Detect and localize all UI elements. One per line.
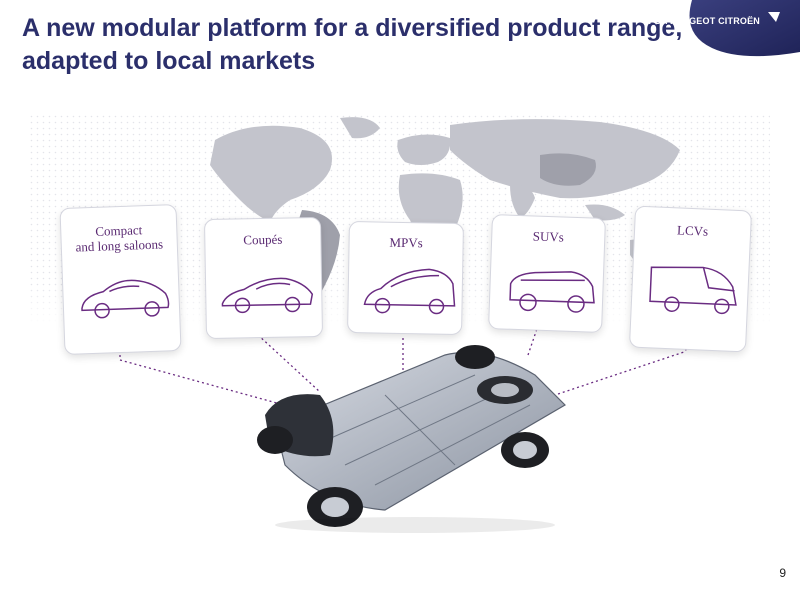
suv-car-icon — [509, 271, 595, 313]
lcv-van-icon — [649, 266, 737, 315]
title-line-2: adapted to local markets — [22, 47, 316, 75]
card-label-suvs: SUVs — [532, 228, 565, 245]
logo-text: PSA PEUGEOT CITROËN — [648, 16, 760, 26]
compact-car-icon — [81, 279, 170, 319]
card-mpvs: MPVs — [347, 221, 464, 335]
logo-band-shape — [689, 0, 800, 57]
card-compact: Compact and long saloons — [59, 204, 182, 355]
card-lcvs: LCVs — [628, 205, 753, 353]
card-label-lcvs: LCVs — [676, 222, 709, 239]
mpv-car-icon — [363, 268, 456, 315]
card-label-coupes: Coupés — [243, 231, 283, 248]
page-number: 9 — [779, 566, 786, 580]
coupe-car-icon — [221, 277, 314, 314]
card-label-compact: Compact and long saloons — [75, 222, 164, 255]
title-line-1: A new modular platform for a diversified… — [22, 14, 683, 42]
vehicle-platform-image — [257, 345, 566, 533]
card-label-mpvs: MPVs — [389, 234, 423, 251]
lion-icon — [768, 12, 780, 22]
slide-title: A new modular platform for a diversified… — [22, 12, 702, 78]
brand-logo: PSA PEUGEOT CITROËN — [649, 0, 800, 60]
card-suvs: SUVs — [488, 214, 606, 333]
card-coupes: Coupés — [203, 216, 324, 340]
